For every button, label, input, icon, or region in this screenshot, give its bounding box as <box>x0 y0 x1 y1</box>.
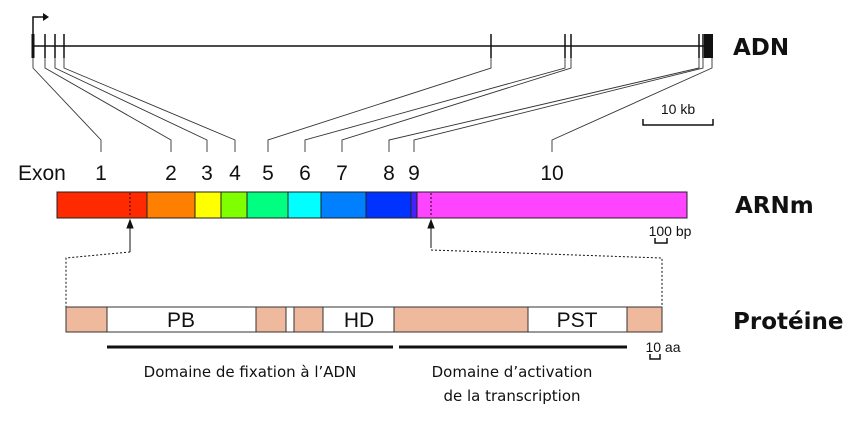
exon-number: 9 <box>408 162 420 185</box>
transcription-start-arrow-icon <box>32 16 45 34</box>
exon-number: 7 <box>336 162 348 185</box>
mrna-exon-7 <box>320 191 367 219</box>
coding-region-markers <box>65 193 668 307</box>
exon-number: 3 <box>201 162 213 185</box>
domain-label-pb: PB <box>167 309 195 332</box>
protein-region <box>285 306 295 333</box>
mrna-label: ARNm <box>735 193 814 219</box>
protein-domain-pb <box>106 306 257 333</box>
dna-label: ADN <box>733 35 789 61</box>
protein-bar <box>65 306 663 333</box>
dna-binding-domain-caption: Domaine de fixation à l’ADN <box>144 363 357 381</box>
protein-region <box>393 306 529 333</box>
domain-label-pst: PST <box>557 309 598 332</box>
protein-domain-pst <box>527 306 628 333</box>
activation-domain-caption-line1: Domaine d’activation <box>432 363 593 381</box>
domain-label-hd: HD <box>344 309 374 332</box>
mrna-scale-bar <box>654 238 668 244</box>
exon-number: 8 <box>383 162 395 185</box>
mrna-exon-2 <box>146 191 196 219</box>
mrna-scale-label: 100 bp <box>649 223 692 239</box>
dna-scale-bar <box>642 119 714 126</box>
mrna-exon-6 <box>287 191 322 219</box>
dna-exon-10-block <box>704 34 713 58</box>
exon-number: 5 <box>262 162 274 185</box>
exon-number: 2 <box>165 162 177 185</box>
dna-exon-ticks <box>31 34 704 58</box>
dna-track <box>31 13 714 152</box>
protein-label: Protéine <box>733 309 843 335</box>
protein-region <box>293 306 324 333</box>
exon-number: 10 <box>540 162 563 185</box>
mrna-exon-1 <box>56 191 148 219</box>
protein-region <box>255 306 287 333</box>
dna-scale-label: 10 kb <box>661 101 695 117</box>
exon-connectors <box>32 58 713 152</box>
mrna-exon-3 <box>194 191 222 219</box>
mrna-exon-4 <box>220 191 248 219</box>
activation-domain-caption-line2: de la transcription <box>443 387 580 405</box>
exon-label: Exon <box>18 162 66 185</box>
start-codon-arrow-icon <box>126 218 134 229</box>
arrowhead-icon <box>43 13 49 21</box>
protein-domain-hd <box>322 306 395 333</box>
protein-scale-bar <box>649 354 661 360</box>
protein-region <box>626 306 663 333</box>
mrna-exon-5 <box>246 191 289 219</box>
mrna-bar <box>56 191 688 219</box>
exon-numbers: 1 2 3 4 5 6 7 8 9 10 <box>95 162 564 185</box>
stop-codon-arrow-icon <box>427 218 435 229</box>
exon-number: 4 <box>229 162 241 185</box>
protein-scale-label: 10 aa <box>645 339 680 355</box>
exon-number: 6 <box>299 162 311 185</box>
protein-region <box>65 306 108 333</box>
mrna-exon-10 <box>416 191 688 219</box>
mrna-exon-8 <box>365 191 412 219</box>
mrna-exon-9 <box>410 191 418 219</box>
exon-number: 1 <box>95 162 107 185</box>
